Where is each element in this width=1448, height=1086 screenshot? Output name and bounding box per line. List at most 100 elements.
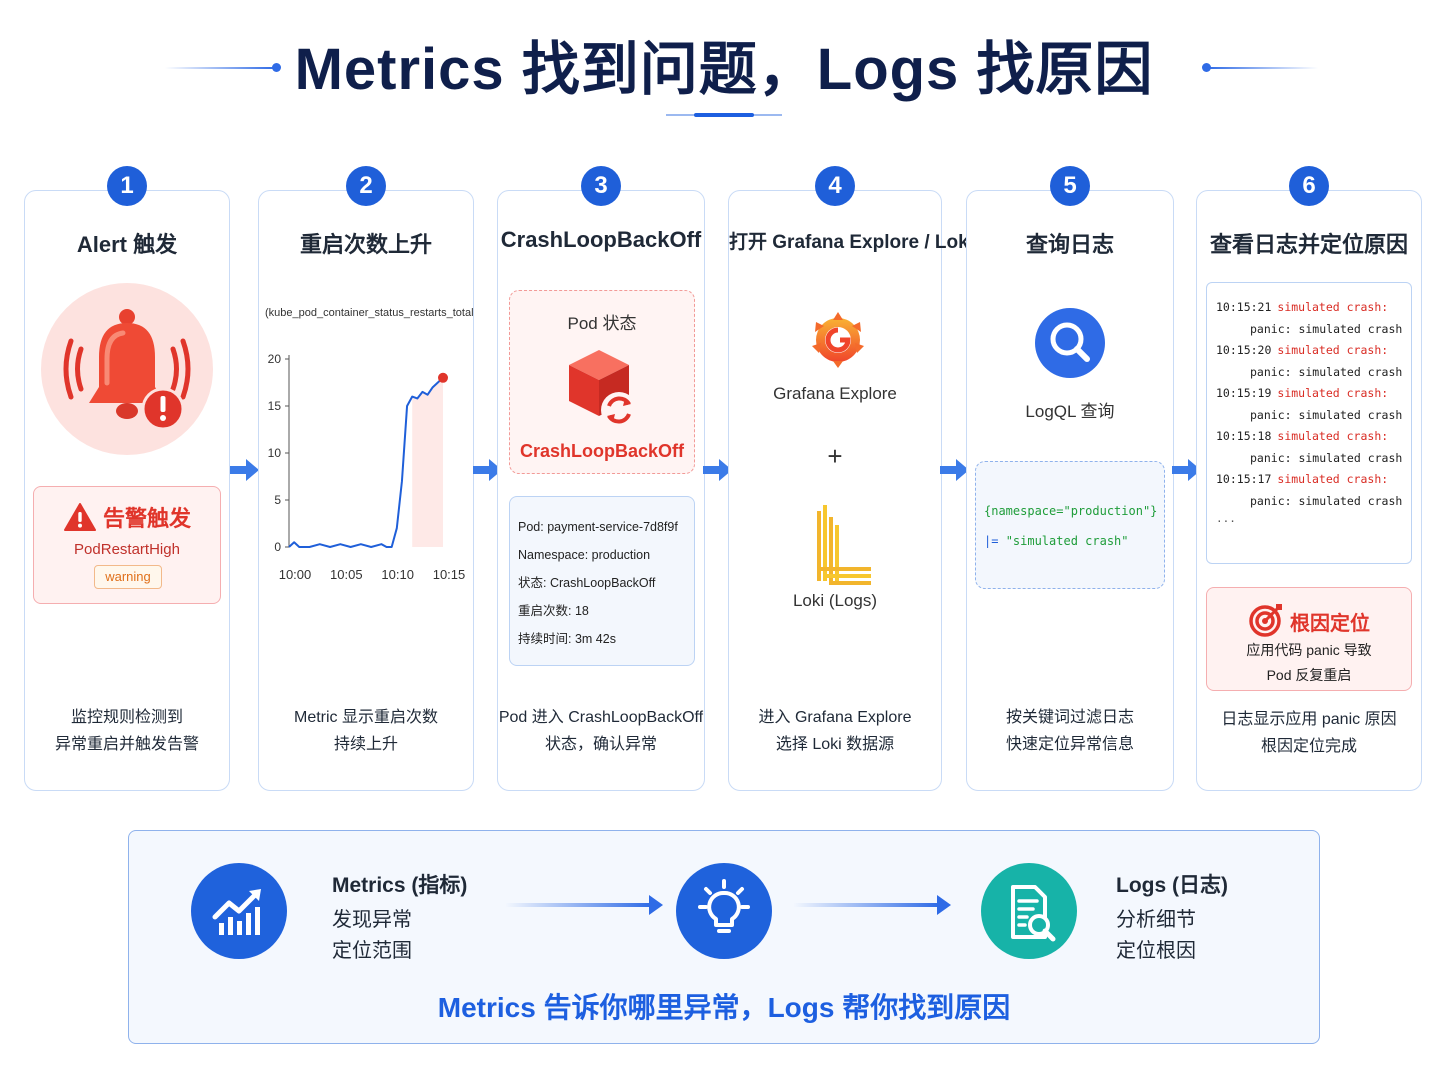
step-title: 查看日志并定位原因 xyxy=(1209,232,1408,257)
lightbulb-icon xyxy=(676,863,772,959)
step-description: 进入 Grafana Explore 选择 Loki 数据源 xyxy=(729,704,941,758)
pod-detail-key: 持续时间: xyxy=(518,632,572,646)
summary-panel: Metrics (指标) 发现异常 定位范围 Logs (日志) 分析细节 定位… xyxy=(128,830,1320,1044)
root-cause-line: 应用代码 panic 导致 xyxy=(1246,642,1372,658)
title-decor-line-right xyxy=(1208,67,1318,69)
step-description-line: 日志显示应用 panic 原因 xyxy=(1221,711,1397,728)
root-cause-line: Pod 反复重启 xyxy=(1266,667,1352,683)
log-detail: panic: simulated crash xyxy=(1250,364,1403,379)
pod-detail-value: CrashLoopBackOff xyxy=(549,576,656,590)
step-card-1: 1 Alert 触发 告警触发 PodRestartHigh warning 监… xyxy=(24,166,230,791)
log-detail: panic: simulated crash xyxy=(1250,493,1403,508)
chart-series-line xyxy=(288,377,444,548)
bell-alert-icon xyxy=(41,283,213,455)
logql-query-label: LogQL 查询 xyxy=(1025,402,1115,421)
pod-detail-row: 持续时间: 3m 42s xyxy=(518,625,694,653)
step-description-line: 进入 Grafana Explore xyxy=(758,709,912,726)
log-error: simulated crash: xyxy=(1277,300,1389,314)
flow-arrow-icon xyxy=(473,459,502,481)
step-description-line: Pod 进入 CrashLoopBackOff xyxy=(498,709,704,726)
chart-y-tick-label: 10 xyxy=(268,446,282,460)
crashing-pod-cube-icon xyxy=(569,350,637,428)
step-description-line: 按关键词过滤日志 xyxy=(1005,709,1134,726)
log-timestamp: 10:15:17 xyxy=(1216,472,1272,486)
step-description: 监控规则检测到 异常重启并触发告警 xyxy=(25,704,229,758)
chart-y-tick-label: 5 xyxy=(274,493,281,507)
pod-detail-value: production xyxy=(591,548,651,562)
step-description: 日志显示应用 panic 原因 根因定位完成 xyxy=(1197,706,1421,760)
step-description-line: 快速定位异常信息 xyxy=(1005,736,1134,753)
metrics-line: 定位范围 xyxy=(332,940,412,962)
metrics-line: 发现异常 xyxy=(332,909,412,931)
root-cause-panel: 根因定位 应用代码 panic 导致 Pod 反复重启 xyxy=(1206,587,1412,691)
log-timestamp: 10:15:19 xyxy=(1216,386,1272,400)
chart-x-tick-label: 10:15 xyxy=(433,567,466,582)
alert-heading-text: 告警触发 xyxy=(102,506,191,531)
pod-detail-key: 状态: xyxy=(518,576,547,590)
log-more-indicator: ... xyxy=(1216,512,1236,525)
metrics-description: 发现异常 定位范围 xyxy=(332,905,412,967)
step-card-4: 4 打开 Grafana Explore / Loki Grafana Expl… xyxy=(728,166,974,791)
step-number-badge: 6 xyxy=(1289,166,1329,206)
summary-tagline: Metrics 告诉你哪里异常，Logs 帮你找到原因 xyxy=(437,992,1011,1023)
logql-query-box: {namespace="production"} |= "simulated c… xyxy=(975,461,1165,589)
root-cause-heading-text: 根因定位 xyxy=(1290,613,1370,635)
chart-y-tick-label: 20 xyxy=(268,352,282,366)
flow-arrow-icon xyxy=(703,459,732,481)
root-cause-heading: 根因定位 xyxy=(1207,602,1411,638)
page-title: Metrics 找到问题，Logs 找原因 xyxy=(294,37,1154,102)
chart-y-tick-label: 0 xyxy=(274,540,281,554)
chart-anomaly-area xyxy=(412,377,443,547)
log-error: simulated crash: xyxy=(1277,343,1389,357)
chart-metric-name: (kube_pod_container_status_restarts_tota… xyxy=(265,307,474,319)
title-underline xyxy=(666,113,782,117)
step-title: 打开 Grafana Explore / Loki xyxy=(729,232,974,253)
step-number-badge: 4 xyxy=(815,166,855,206)
metrics-heading: Metrics (指标) xyxy=(332,874,468,897)
logql-filter-string: "simulated crash" xyxy=(1005,534,1129,548)
log-error: simulated crash: xyxy=(1277,429,1389,443)
pod-details-panel: Pod: payment-service-7d8f9f Namespace: p… xyxy=(509,496,695,666)
flow-arrow-icon xyxy=(1172,459,1201,481)
log-timestamp: 10:15:18 xyxy=(1216,429,1272,443)
logs-heading: Logs (日志) xyxy=(1116,874,1228,897)
pod-detail-row: Pod: payment-service-7d8f9f xyxy=(518,513,694,541)
step-description-line: 根因定位完成 xyxy=(1260,738,1357,755)
step-number-badge: 1 xyxy=(107,166,147,206)
step-description: Pod 进入 CrashLoopBackOff 状态，确认异常 xyxy=(498,704,704,758)
loki-logo-icon xyxy=(817,505,871,585)
trend-chart-icon xyxy=(191,863,287,959)
plus-sign: + xyxy=(827,441,843,471)
step-title: CrashLoopBackOff xyxy=(500,227,702,252)
log-error: simulated crash: xyxy=(1277,386,1389,400)
chart-latest-point xyxy=(438,372,448,383)
chart-x-tick-label: 10:05 xyxy=(330,567,363,582)
title-decor-dot-right xyxy=(1202,63,1211,72)
severity-badge: warning xyxy=(94,565,162,589)
pod-detail-key: Namespace: xyxy=(518,548,589,562)
chart-x-tick-label: 10:10 xyxy=(381,567,414,582)
pod-detail-row: 状态: CrashLoopBackOff xyxy=(518,569,694,597)
title-decor-line-left xyxy=(165,67,275,69)
flow-arrow-icon xyxy=(940,459,969,481)
log-timestamp: 10:15:20 xyxy=(1216,343,1272,357)
logs-line: 定位根因 xyxy=(1116,940,1196,962)
logql-filter-operator: |= xyxy=(984,534,999,548)
search-icon xyxy=(1035,308,1105,378)
step-card-6: 6 查看日志并定位原因 10:15:21 simulated crash: pan… xyxy=(1196,166,1422,791)
step-description-line: 异常重启并触发告警 xyxy=(54,736,199,753)
step-title: Alert 触发 xyxy=(76,232,178,257)
target-icon xyxy=(1249,604,1282,637)
log-detail: panic: simulated crash xyxy=(1250,321,1403,336)
step-description-line: Metric 显示重启次数 xyxy=(293,709,438,726)
pod-detail-value: payment-service-7d8f9f xyxy=(547,520,678,534)
log-timestamp: 10:15:21 xyxy=(1216,300,1272,314)
step-description: Metric 显示重启次数 持续上升 xyxy=(259,704,473,758)
log-entry: 10:15:18 simulated crash: xyxy=(1216,426,1411,448)
step-title: 查询日志 xyxy=(1025,232,1114,257)
log-entry: 10:15:19 simulated crash: xyxy=(1216,383,1411,405)
logql-filter: |= "simulated crash" xyxy=(984,526,1164,556)
pod-status-title: Pod 状态 xyxy=(567,314,637,333)
